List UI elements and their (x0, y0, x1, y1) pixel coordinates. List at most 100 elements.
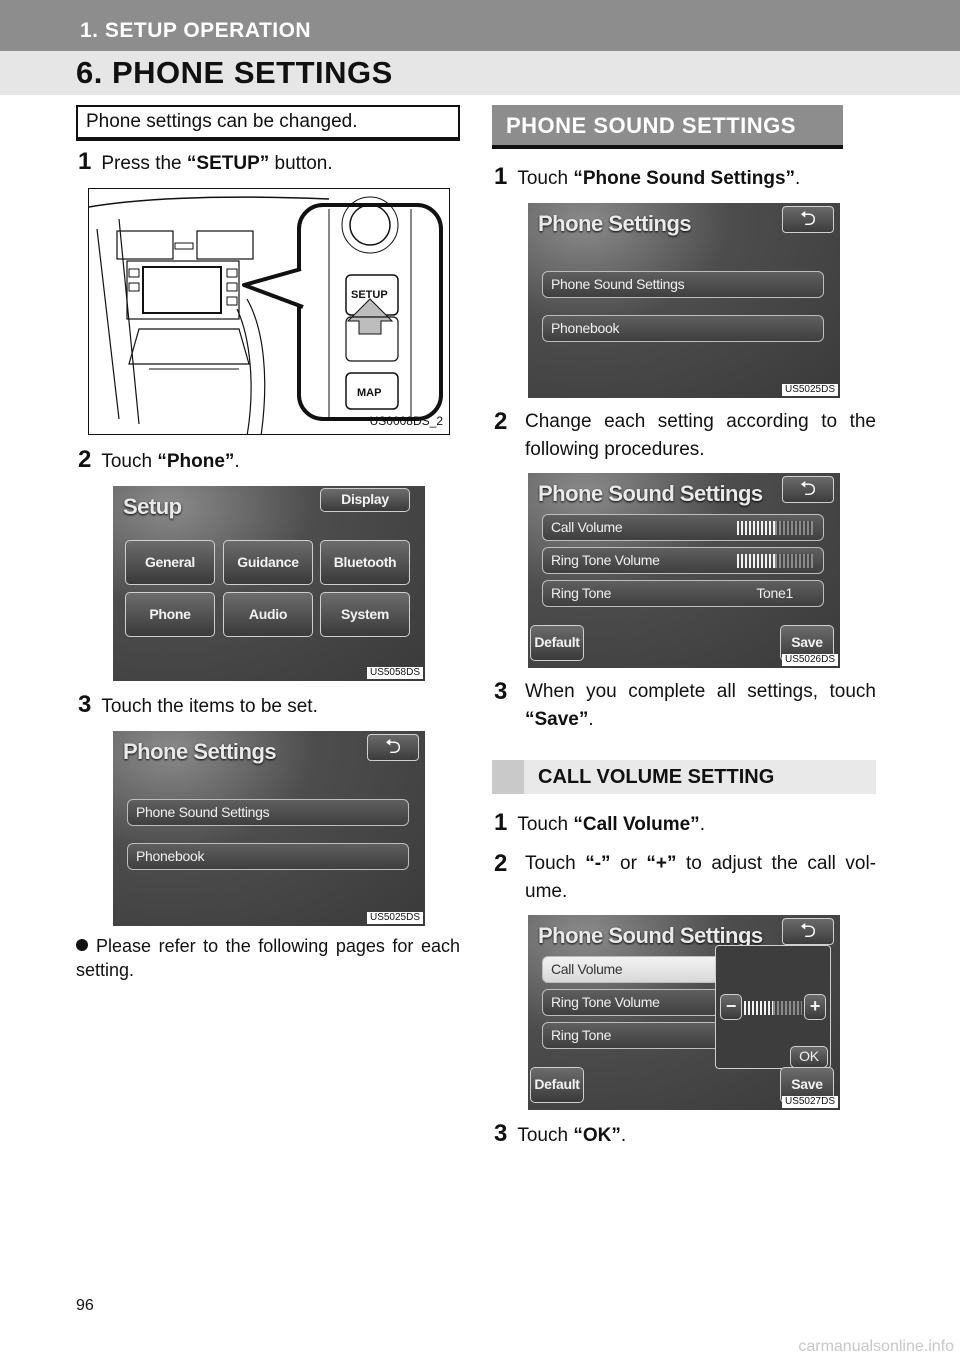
phone-settings-screen: Phone Settings ⮌ Phone Sound Settings Ph… (113, 731, 425, 926)
step-text: Touch the items to be set. (101, 696, 318, 717)
minus-button[interactable]: − (720, 994, 742, 1020)
phonebook-item[interactable]: Phonebook (542, 315, 824, 342)
note-bullet: Please refer to the following pages for … (76, 934, 460, 982)
screen-code: US5025DS (781, 384, 838, 396)
plus-button[interactable]: + (804, 994, 826, 1020)
step-text-mid: or (610, 853, 647, 874)
ring-tone-volume-row[interactable]: Ring Tone Volume (542, 547, 824, 574)
screen-code: US5025DS (366, 912, 423, 924)
step-number: 2 (494, 850, 508, 877)
default-button[interactable]: Default (530, 1067, 584, 1103)
ring-tone-row[interactable]: Ring Tone (542, 1022, 732, 1049)
volume-level-bars (744, 1001, 802, 1015)
bluetooth-button[interactable]: Bluetooth (320, 540, 410, 585)
step-text: When you complete all settings, touch (525, 681, 876, 702)
heading-tab (492, 760, 524, 794)
step-number: 2 (78, 446, 92, 473)
step-number: 1 (494, 163, 508, 190)
step-keyword: “Call Volume” (573, 814, 700, 835)
screen-code: US5058DS (366, 667, 423, 679)
setup-screen: Setup Display General Guidance Bluetooth… (113, 486, 425, 681)
step-text-end: . (620, 1125, 627, 1146)
screen-code: US5027DS (781, 1096, 838, 1108)
step-keyword: “Phone Sound Settings” (573, 168, 796, 189)
screen-title: Phone Settings (123, 739, 277, 764)
step-text-end: button. (269, 153, 333, 174)
screen-title: Phone Sound Settings (538, 481, 763, 506)
volume-level-bars (737, 554, 813, 568)
map-key-label: MAP (357, 387, 382, 399)
phone-sound-settings-item[interactable]: Phone Sound Settings (542, 271, 824, 298)
screen-title: Setup (123, 494, 182, 519)
step-touch-items: 3 Touch the items to be set. (78, 691, 318, 721)
watermark: carmanualsonline.info (798, 1338, 954, 1355)
heading-text: CALL VOLUME SETTING (538, 766, 775, 788)
call-volume-setting-heading: CALL VOLUME SETTING (492, 760, 876, 794)
call-volume-row-selected[interactable]: Call Volume (542, 956, 732, 983)
page-title: 6. PHONE SETTINGS (76, 55, 393, 90)
step-number: 1 (494, 809, 508, 836)
system-button[interactable]: System (320, 592, 410, 637)
dashboard-drawing (89, 196, 443, 434)
minus-keyword: “-” (585, 853, 611, 874)
ring-tone-volume-row[interactable]: Ring Tone Volume (542, 989, 732, 1016)
phone-settings-screen-2: Phone Settings ⮌ Phone Sound Settings Ph… (528, 203, 840, 398)
screen-code: US5026DS (781, 654, 838, 666)
step-number: 3 (494, 678, 508, 705)
display-button[interactable]: Display (320, 488, 410, 512)
section-header: 1. SETUP OPERATION (0, 0, 960, 51)
step-keyword: “OK” (573, 1125, 621, 1146)
step-text: Touch (517, 168, 574, 189)
step-number: 1 (78, 148, 92, 175)
intro-text: Phone settings can be changed. (86, 111, 358, 132)
phonebook-item[interactable]: Phonebook (127, 843, 409, 870)
phone-sound-settings-screen: Phone Sound Settings ⮌ Call Volume Ring … (528, 473, 840, 668)
step-text: Touch (101, 451, 158, 472)
row-label: Ring Tone Volume (551, 552, 660, 568)
audio-button[interactable]: Audio (223, 592, 313, 637)
note-text: Please refer to the following pages for … (76, 936, 460, 980)
illustration-code: US0008DS_2 (369, 414, 443, 428)
intro-box: Phone settings can be changed. (76, 105, 460, 141)
title-band: 6. PHONE SETTINGS (0, 51, 960, 95)
plus-keyword: “+” (646, 853, 677, 874)
heading-text: PHONE SOUND SETTINGS (506, 113, 796, 138)
bullet-icon (76, 939, 88, 951)
step-number: 3 (494, 1120, 508, 1147)
back-button[interactable]: ⮌ (367, 734, 419, 761)
guidance-button[interactable]: Guidance (223, 540, 313, 585)
phone-sound-settings-heading: PHONE SOUND SETTINGS (492, 105, 843, 149)
page-number: 96 (76, 1297, 94, 1314)
default-button[interactable]: Default (530, 625, 584, 661)
dashboard-illustration: SETUP MAP US0008DS_2 (88, 188, 450, 435)
step-number: 3 (78, 691, 92, 718)
ok-button[interactable]: OK (790, 1046, 828, 1068)
volume-popup: − + OK (715, 945, 831, 1069)
row-label: Ring Tone (551, 585, 612, 601)
step-text: Touch (517, 814, 574, 835)
general-button[interactable]: General (125, 540, 215, 585)
back-button[interactable]: ⮌ (782, 206, 834, 233)
phone-sound-settings-item[interactable]: Phone Sound Settings (127, 799, 409, 826)
step-text-end: . (699, 814, 705, 835)
call-volume-row[interactable]: Call Volume (542, 514, 824, 541)
step-text: Press the (101, 153, 187, 174)
step-text-end: . (795, 168, 801, 189)
step-touch-save: 3 When you complete all settings, touch “… (494, 678, 876, 734)
back-button[interactable]: ⮌ (782, 918, 834, 945)
step-number: 2 (494, 408, 508, 435)
phone-button[interactable]: Phone (125, 592, 215, 637)
step-change-settings: 2 Change each setting according to the fo… (494, 408, 876, 464)
screen-title: Phone Sound Settings (538, 923, 763, 948)
step-text: Change each setting according to the fol… (525, 411, 876, 460)
ring-tone-row[interactable]: Ring Tone Tone1 (542, 580, 824, 607)
back-button[interactable]: ⮌ (782, 476, 834, 503)
ring-tone-value: Tone1 (756, 585, 793, 601)
step-keyword: “Save” (525, 709, 589, 730)
step-touch-ok: 3 Touch “OK”. (494, 1120, 626, 1150)
setup-key-label: SETUP (351, 289, 388, 301)
step-text: Touch (517, 1125, 574, 1146)
